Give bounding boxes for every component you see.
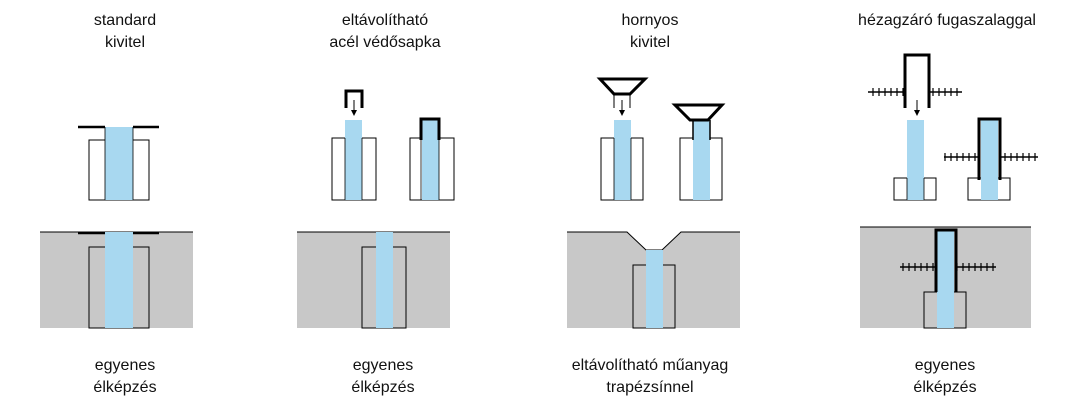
title-line: hézagzáró fugaszalaggal	[858, 12, 1036, 29]
standard-upper-profile	[78, 125, 159, 201]
column-caption-grooved: eltávolítható műanyag trapézsínnel	[545, 355, 755, 399]
column-title-steel-cap: eltávolítható acél védősapka	[310, 10, 460, 54]
arrow-down-icon	[619, 110, 625, 116]
title-line: eltávolítható	[341, 12, 429, 29]
joint-tape-upper-right	[944, 117, 1038, 201]
caption-line: eltávolítható műanyag	[571, 357, 729, 374]
arrow-down-icon	[351, 110, 357, 116]
caption-line: trapézsínnel	[606, 379, 694, 396]
title-line: acél védősapka	[329, 34, 441, 51]
arrow-down-icon	[914, 110, 920, 116]
insert-strip	[376, 232, 393, 328]
insert-strip	[693, 120, 710, 200]
grooved-upper-right	[671, 103, 726, 201]
insert-strip	[907, 120, 924, 200]
column-title-grooved: hornyos kivitel	[580, 10, 720, 54]
caption-line: egyenes	[352, 357, 414, 374]
caption-line: élképzés	[93, 379, 157, 396]
insert-strip	[614, 120, 631, 200]
insert-strip	[105, 232, 133, 328]
insert-strip	[105, 127, 133, 200]
insert-strip	[345, 120, 362, 200]
title-line: kivitel	[104, 34, 145, 51]
joint-tape-concrete-block	[860, 226, 1031, 329]
steel-cap-upper-left	[331, 89, 377, 201]
title-line: standard	[93, 12, 157, 29]
caption-line: egyenes	[914, 357, 976, 374]
caption-line: élképzés	[351, 379, 415, 396]
caption-line: egyenes	[94, 357, 156, 374]
column-caption-standard: egyenes élképzés	[55, 355, 195, 399]
title-line: hornyos	[621, 12, 679, 29]
steel-cap-upper-right	[409, 117, 455, 201]
grooved-upper-left	[596, 77, 649, 201]
caption-line: élképzés	[913, 379, 977, 396]
insert-strip	[422, 120, 439, 200]
column-title-standard: standard kivitel	[60, 10, 190, 54]
standard-concrete-block	[40, 231, 193, 329]
grooved-concrete-block	[567, 231, 740, 329]
insert-strip	[646, 250, 663, 328]
column-title-joint-tape: hézagzáró fugaszalaggal	[822, 10, 1072, 32]
insert-strip	[937, 230, 954, 328]
insert-strip	[981, 120, 998, 200]
column-caption-steel-cap: egyenes élképzés	[313, 355, 453, 399]
joint-tape-upper-left	[868, 53, 962, 201]
steel-cap-concrete-block	[297, 231, 450, 329]
title-line: kivitel	[629, 34, 670, 51]
column-caption-joint-tape: egyenes élképzés	[875, 355, 1015, 399]
